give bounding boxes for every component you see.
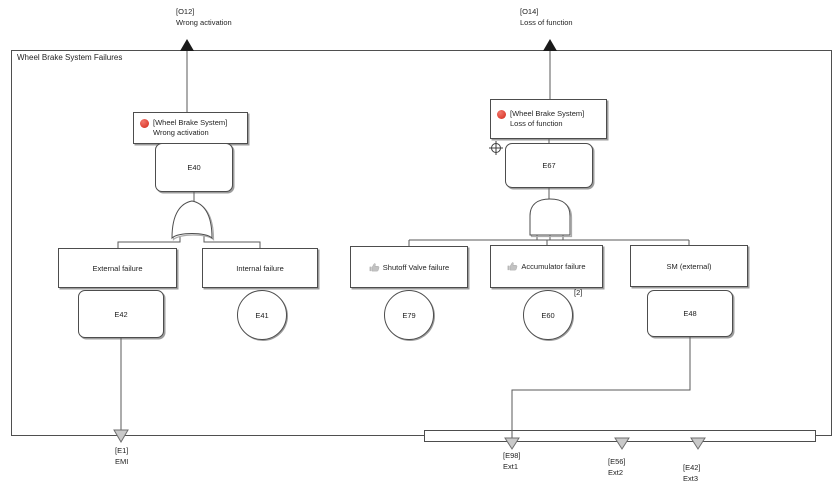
external-id: [E1] [115,446,129,455]
or-gate[interactable] [171,200,213,240]
external-label-e56: [E56] Ext2 [608,456,626,478]
output-port-triangle-o12[interactable] [180,39,194,51]
external-label-e1: [E1] EMI [115,445,128,467]
event-node-internal-failure[interactable]: Internal failure [202,248,318,288]
thumb-marker-icon [507,261,518,272]
event-node-shutoff-valve-failure[interactable]: Shutoff Valve failure [350,246,468,288]
external-name: Ext3 [683,474,699,483]
crosshair-marker-icon [489,141,503,155]
event-scope: [Wheel Brake System] [510,108,585,118]
output-name: Loss of function [520,18,573,27]
external-label-e98: [E98] Ext1 [503,450,521,472]
red-marker-icon [497,109,506,119]
external-input-triangle-e56[interactable] [614,437,630,450]
event-code-e48[interactable]: E48 [647,290,733,337]
external-input-triangle-e42[interactable] [690,437,706,450]
thumb-marker-icon [369,262,380,273]
external-name: EMI [115,457,129,466]
event-node-accumulator-failure[interactable]: Accumulator failure [490,245,603,288]
event-name: Wrong activation [153,128,209,137]
red-marker-icon [140,118,149,128]
event-name: Shutoff Valve failure [382,262,450,272]
basic-event-e41[interactable]: E41 [237,290,287,340]
external-id: [E42] [683,463,701,472]
external-name: Ext2 [608,468,624,477]
event-node-loss-of-function[interactable]: [Wheel Brake System] Loss of function [490,99,607,139]
event-node-wrong-activation[interactable]: [Wheel Brake System] Wrong activation [133,112,248,144]
and-gate[interactable] [529,198,571,236]
output-port-triangle-o14[interactable] [543,39,557,51]
event-name: Accumulator failure [521,262,586,271]
event-node-external-failure[interactable]: External failure [58,248,177,288]
external-label-e42: [E42] Ext3 [683,462,701,484]
event-code-e40[interactable]: E40 [155,143,233,192]
basic-event-e60[interactable]: E60 [523,290,573,340]
output-label-o12: [O12] Wrong activation [176,6,232,28]
output-label-o14: [O14] Loss of function [520,6,573,28]
system-boundary-box[interactable] [11,50,832,436]
external-id: [E56] [608,457,626,466]
output-id: [O12] [176,7,195,16]
event-scope: [Wheel Brake System] [153,117,228,127]
external-name: Ext1 [503,462,519,471]
output-id: [O14] [520,7,539,16]
external-id: [E98] [503,451,521,460]
event-name: Loss of function [510,119,563,128]
diagram-title: Wheel Brake System Failures [17,53,123,62]
external-input-triangle-e98[interactable] [504,437,520,450]
connector-lines [117,51,691,438]
event-code-e67[interactable]: E67 [505,143,593,188]
basic-event-e79[interactable]: E79 [384,290,434,340]
external-input-triangle-e1[interactable] [113,429,129,443]
multiplicity-badge: [2] [574,288,583,297]
output-name: Wrong activation [176,18,232,27]
event-code-e42[interactable]: E42 [78,290,164,338]
event-node-sm-external[interactable]: SM (external) [630,245,748,287]
